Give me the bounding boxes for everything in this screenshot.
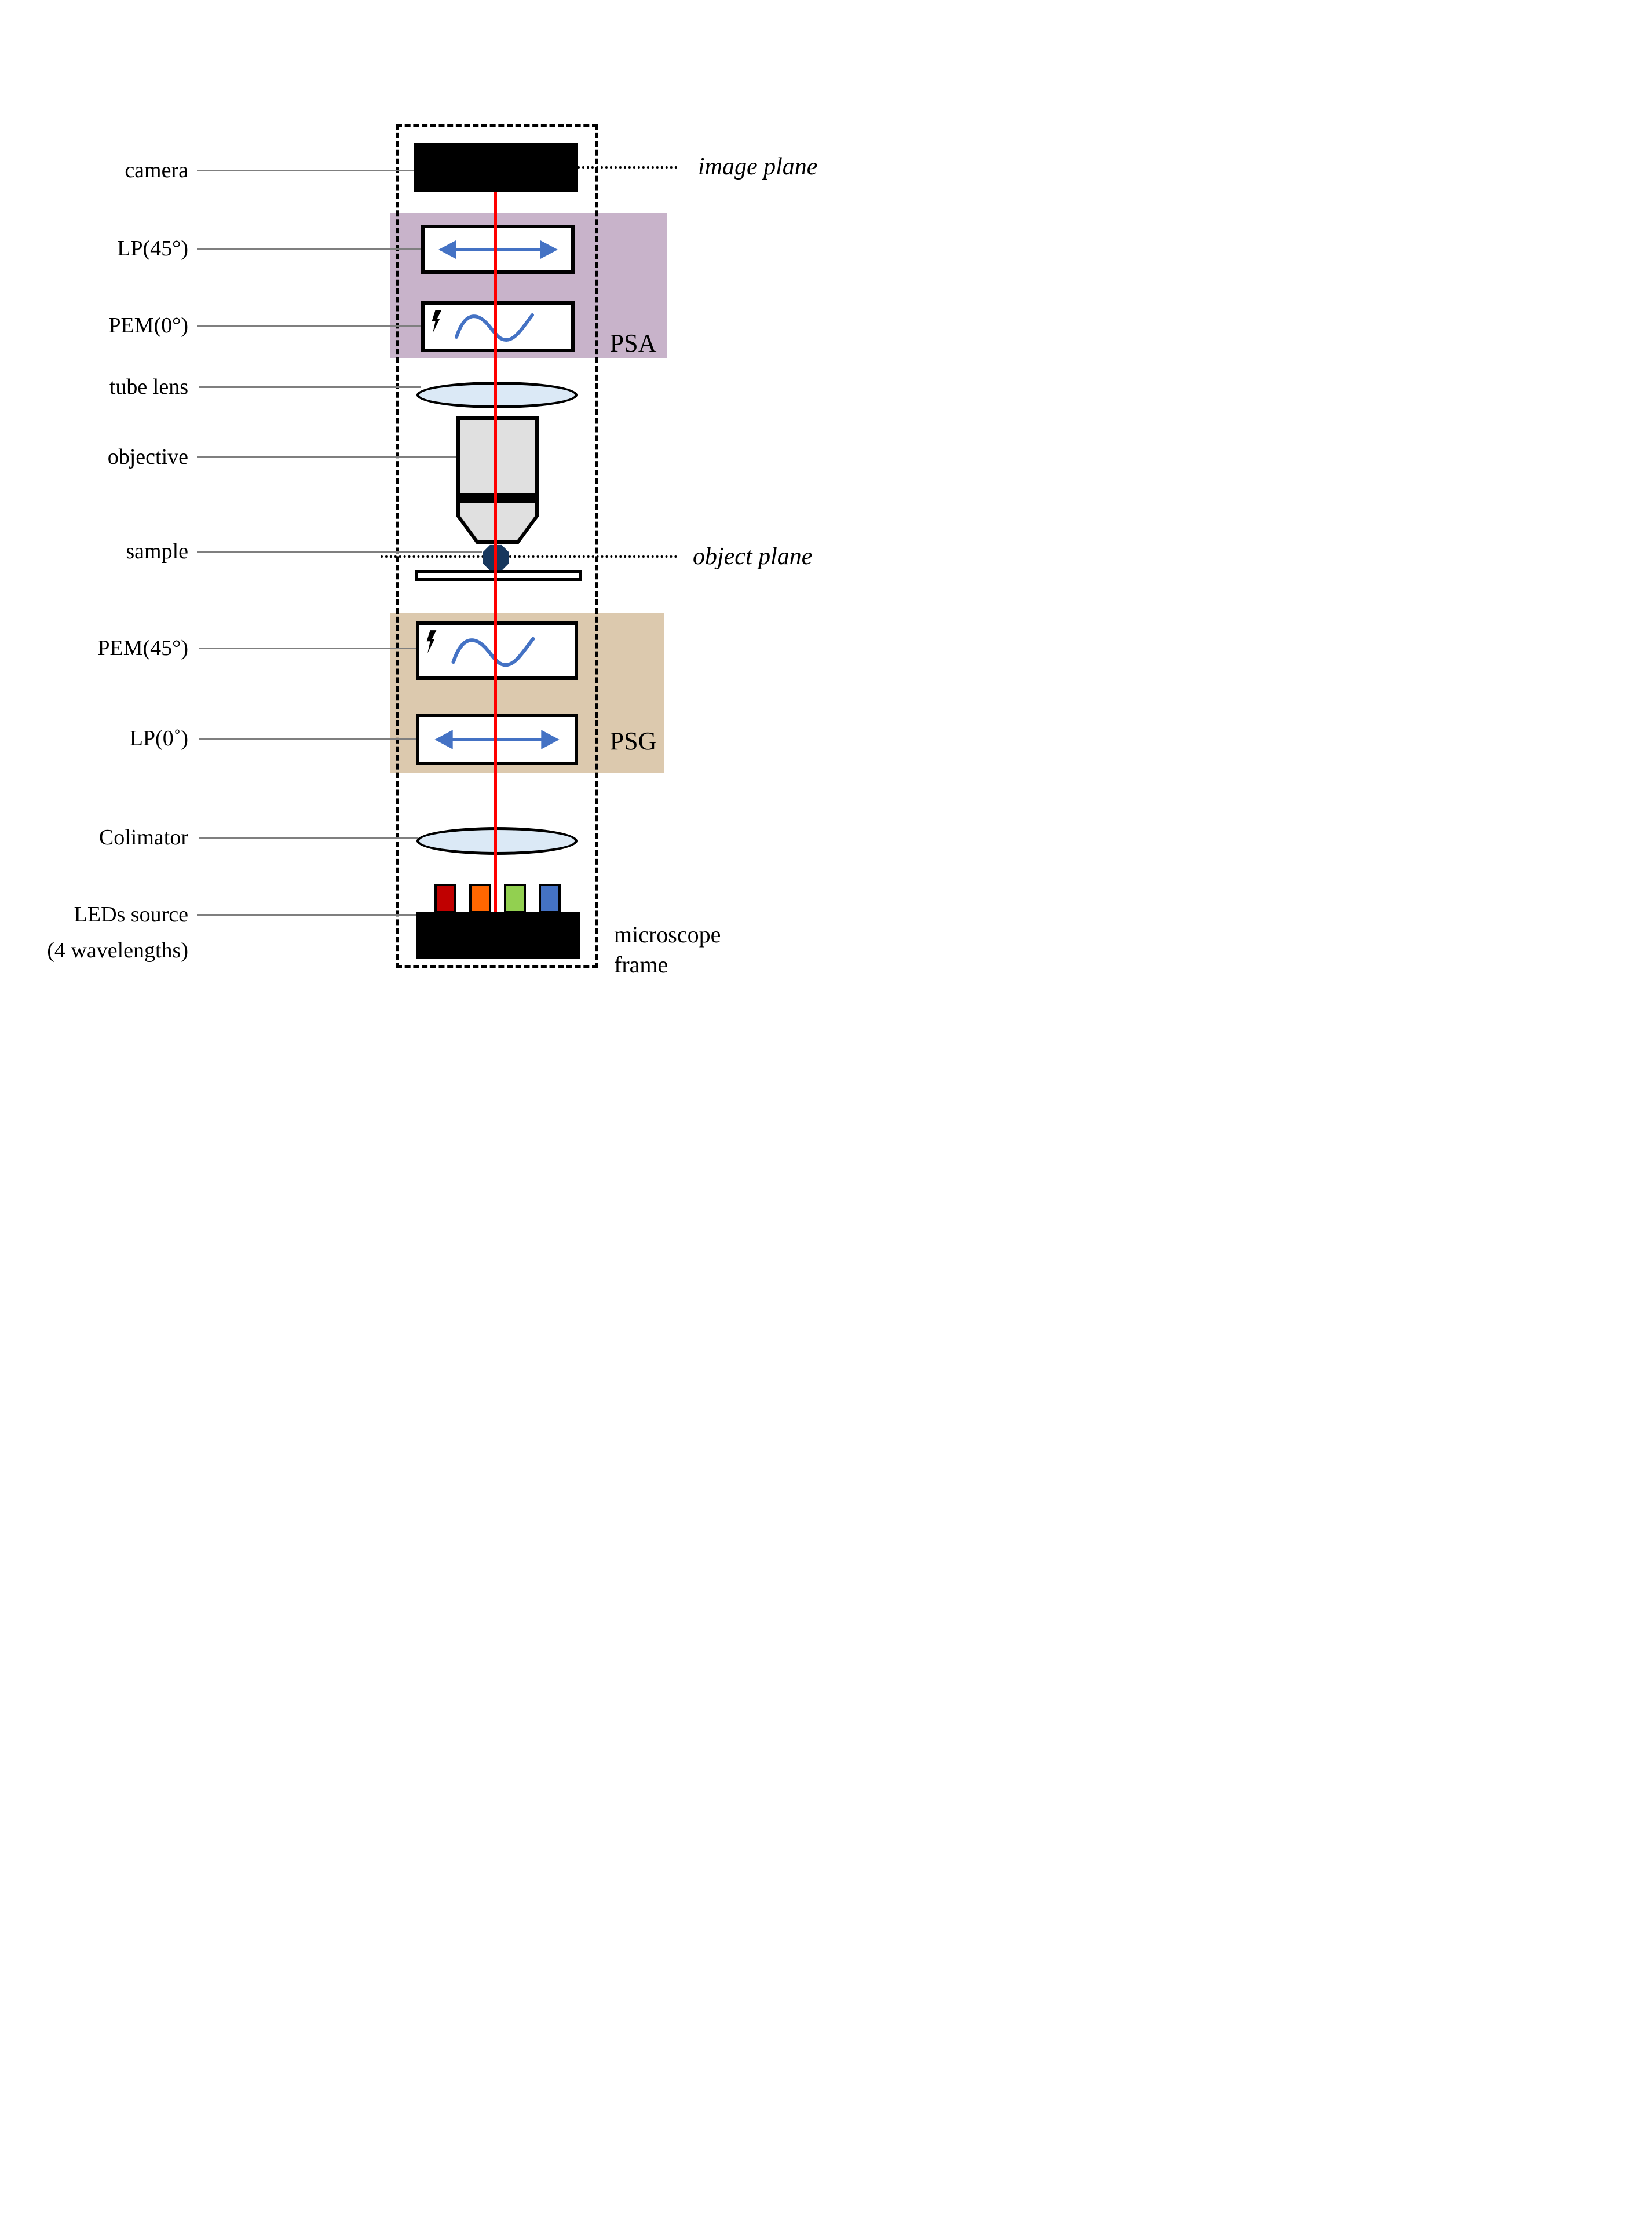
connector-pem0 (197, 325, 423, 327)
label-pem45: PEM(45°) (97, 636, 188, 660)
label-objective: objective (107, 445, 188, 469)
label-lp45: LP(45°) (117, 236, 188, 261)
colimator-lens-ellipse (416, 827, 578, 855)
label-psg: PSG (609, 727, 657, 755)
label-camera: camera (125, 158, 188, 182)
led-red (434, 884, 456, 913)
object-plane-dotted-line (381, 555, 677, 558)
label-pem0: PEM(0°) (108, 313, 188, 338)
lightning-bolt-icon (426, 630, 437, 653)
lp0-polarizer-box (416, 714, 578, 765)
pem45-modulation-wave-icon (451, 637, 535, 667)
label-leds-line2: (4 wavelengths) (47, 938, 188, 963)
led-blue (539, 884, 561, 913)
label-leds-source: LEDs source (4 wavelengths) (17, 897, 188, 968)
lightning-bolt-icon (432, 310, 442, 333)
pem45-modulator-box (416, 621, 578, 680)
image-plane-dotted-line (578, 166, 677, 169)
connector-leds-source (197, 914, 416, 916)
connector-lp0 (199, 738, 416, 740)
label-lp0: LP(0˚) (129, 726, 188, 751)
microscope-frame-outline (396, 124, 598, 968)
connector-pem45 (199, 648, 416, 649)
optical-schematic-page: camera LP(45°) PEM(0°) tube lens objecti… (0, 0, 826, 1112)
camera-body (414, 143, 578, 192)
connector-sample (197, 551, 482, 553)
pem0-modulator-box (421, 301, 575, 352)
objective-shape (456, 416, 539, 544)
label-leds-line1: LEDs source (74, 902, 188, 927)
led-source-base (416, 912, 580, 959)
led-orange (469, 884, 491, 913)
label-frame-line2: frame (614, 952, 668, 978)
label-sample: sample (126, 539, 188, 564)
label-microscope-frame: microscope frame (614, 920, 721, 980)
tube-lens-ellipse (416, 382, 578, 408)
label-psa: PSA (609, 329, 657, 357)
label-frame-line1: microscope (614, 921, 721, 948)
connector-camera (197, 170, 414, 171)
connector-objective (197, 456, 459, 458)
connector-colimator (199, 837, 418, 839)
pem0-modulation-wave-icon (454, 313, 534, 342)
label-tube-lens: tube lens (109, 375, 188, 399)
connector-lp45 (197, 248, 423, 250)
lp45-polarization-arrow-icon (438, 240, 558, 259)
label-object-plane: object plane (693, 543, 813, 570)
optical-axis-beam (494, 192, 497, 912)
label-colimator: Colimator (98, 825, 188, 850)
lp45-polarizer-box (421, 225, 575, 274)
connector-tube-lens (199, 386, 421, 388)
lp0-polarization-arrow-icon (434, 729, 560, 749)
sample-slide (415, 570, 582, 581)
label-image-plane: image plane (698, 153, 818, 180)
led-green (504, 884, 526, 913)
